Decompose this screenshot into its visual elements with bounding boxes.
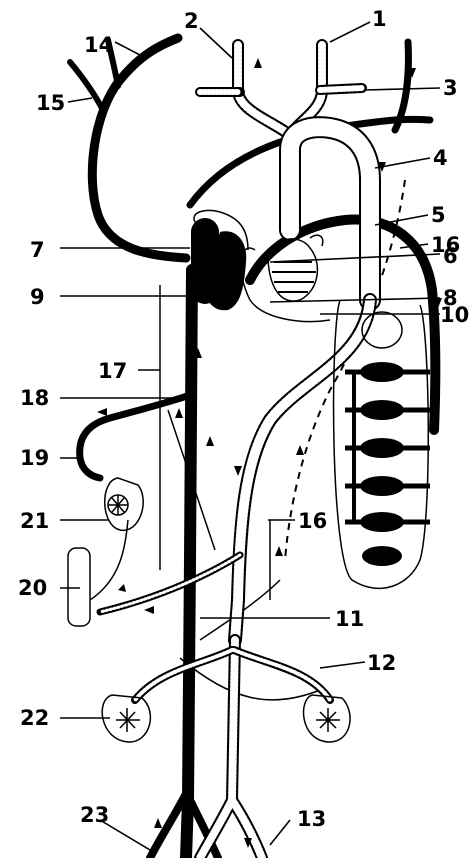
kidney-21 xyxy=(105,478,143,530)
left-anterior-vein xyxy=(92,38,186,258)
label-21: 21 xyxy=(20,509,49,533)
label-12: 12 xyxy=(367,651,396,675)
label-15: 15 xyxy=(36,91,65,115)
label-11: 11 xyxy=(335,607,364,631)
label-2: 2 xyxy=(184,9,199,33)
vein-branch-15 xyxy=(70,62,103,110)
posterior-vena-cava xyxy=(186,270,192,858)
label-19: 19 xyxy=(20,446,49,470)
label-4: 4 xyxy=(433,146,448,170)
label-23: 23 xyxy=(80,803,109,827)
label-13: 13 xyxy=(297,807,326,831)
label-14: 14 xyxy=(84,33,113,57)
label-10: 10 xyxy=(440,303,469,327)
leader-lines xyxy=(60,22,440,850)
label-22: 22 xyxy=(20,706,49,730)
label-17: 17 xyxy=(98,359,127,383)
label-9: 9 xyxy=(30,285,45,309)
pulmonary-vein-loop xyxy=(250,220,435,430)
label-6: 6 xyxy=(443,244,458,268)
label-18: 18 xyxy=(20,386,49,410)
label-16-bottom: 16 xyxy=(298,509,327,533)
label-3: 3 xyxy=(443,76,458,100)
label-20: 20 xyxy=(18,576,47,600)
renal-portal-vein xyxy=(80,395,190,478)
label-1: 1 xyxy=(372,7,387,31)
label-5: 5 xyxy=(431,203,446,227)
renal-artery xyxy=(100,555,240,612)
intestine-20 xyxy=(68,548,90,626)
labels: 1 2 3 4 5 16 6 7 8 9 10 17 18 19 21 16 2… xyxy=(18,7,469,831)
label-7: 7 xyxy=(30,238,45,262)
